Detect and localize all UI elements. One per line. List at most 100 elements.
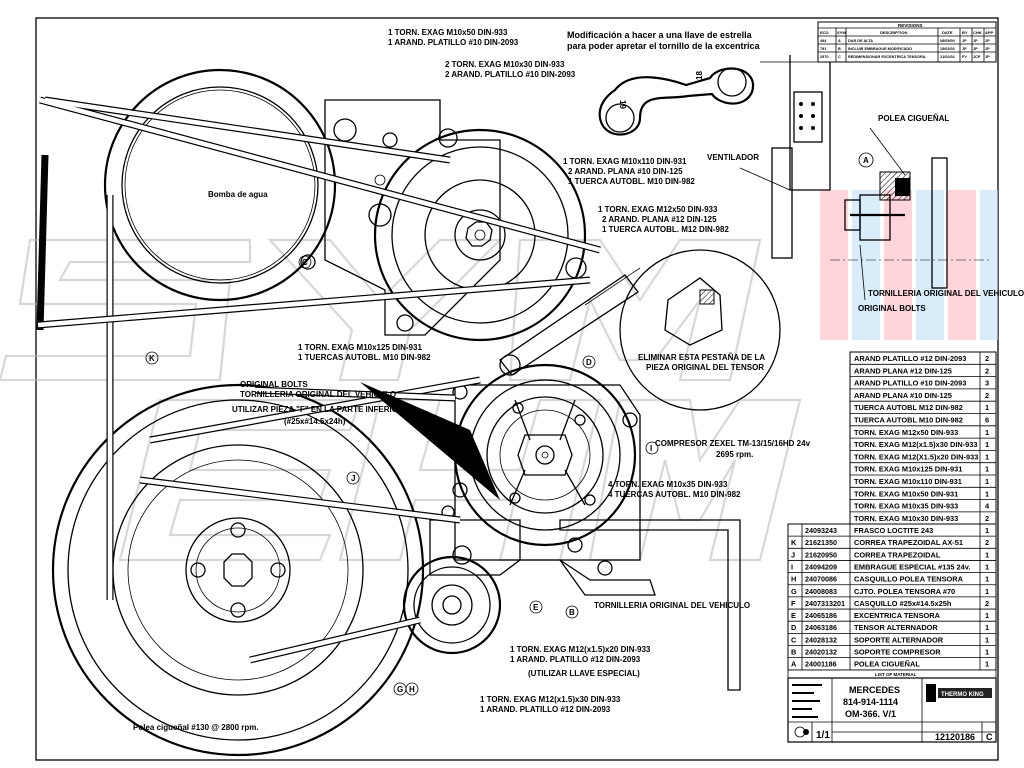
revision-cell: DAR DE ALTA: [848, 39, 873, 43]
bom-lower-qty: 1: [985, 526, 989, 535]
callout-5-line1: 1 TORN. EXAG M10x125 DIN-931: [298, 343, 422, 352]
engine-section: [760, 55, 990, 289]
rev-h2: DESCRIPTION: [880, 30, 907, 35]
bom-upper-qty: 1: [985, 440, 989, 449]
bom-lower-qty: 1: [985, 611, 989, 620]
balloon-G: G: [397, 685, 403, 694]
bom-upper-qty: 1: [985, 477, 989, 486]
bom-upper-qty: 1: [985, 489, 989, 498]
balloon-I: I: [650, 444, 652, 453]
callout-9-line1: 1 TORN. EXAG M12(x1.5)x20 DIN-933: [510, 645, 651, 654]
revision-cell: JP: [985, 55, 990, 59]
bom-lower-desc: SOPORTE COMPRESOR: [854, 648, 941, 657]
bom-lower-item: J: [791, 550, 795, 559]
revision-cell: 15/02/02: [940, 47, 955, 51]
compressor-bracket-bar: [559, 519, 741, 691]
detail-circle: [619, 249, 781, 411]
bom-upper-qty: 2: [985, 391, 989, 400]
belts: [36, 96, 601, 664]
eliminar-line1: ELIMINAR ESTA PESTAÑA DE LA: [638, 353, 765, 362]
bom-upper-desc: TUERCA AUTOBL M12 DIN-982: [854, 403, 963, 412]
bom-lower-part: 24070086: [805, 575, 837, 584]
bom-lower-desc: EXCENTRICA TENSORA: [854, 611, 941, 620]
revision-cell: A: [838, 39, 841, 43]
bom-lower-part: 24094209: [805, 562, 837, 571]
bom-lower-desc: TENSOR ALTERNADOR: [854, 623, 938, 632]
letter-balloons: C K D I J E B G H A: [145, 152, 874, 696]
bom-lower-qty: 1: [985, 575, 989, 584]
ventilador-label: VENTILADOR: [707, 153, 759, 162]
callout-8-line1: 4 TORN. EXAG M10x35 DIN-933: [608, 480, 728, 489]
bom-lower-item: E: [791, 611, 796, 620]
bom-lower-desc: CASQUILLO POLEA TENSORA: [854, 575, 964, 584]
tb-model: 814-914-1114: [843, 697, 898, 707]
revision-cell: 21/02/02: [940, 55, 955, 59]
bom-lower-qty: 1: [985, 648, 989, 657]
callout-6-line2: TORNILLERIA ORIGINAL DEL VEHICULO: [240, 390, 396, 399]
tensioner-pulley: [402, 505, 521, 655]
bom-lower-item: D: [791, 623, 797, 632]
callout-9-line2: 1 ARAND. PLATILLO #12 DIN-2093: [510, 655, 641, 664]
bom-lower-item: B: [791, 648, 796, 657]
tb-rev: C: [986, 732, 993, 742]
tb-make: MERCEDES: [849, 685, 900, 695]
bom-upper-desc: ARAND PLANA #12 DIN-125: [854, 366, 952, 375]
bom-lower-item: K: [791, 538, 797, 547]
revision-cell: INCLUIR EMBRAGUE MODIFICADO: [848, 47, 912, 51]
bom-upper: ARAND PLATILLO #12 DIN-2093 2 ARAND PLANA …: [849, 351, 997, 525]
bom-upper-qty: 2: [985, 514, 989, 523]
callout-6-line1: ORIGINAL BOLTS: [240, 380, 308, 389]
revision-cell: JCP: [973, 55, 981, 59]
bom-upper-desc: ARAND PLATILLO #10 DIN-2093: [854, 379, 966, 388]
tb-engine: OM-366. V/1: [845, 709, 896, 719]
bom-upper-qty: 1: [985, 403, 989, 412]
polea-label: Polea cigueñal #130 @ 2800 rpm.: [133, 723, 259, 732]
bom-lower-qty: 1: [985, 562, 989, 571]
bom-lower-item: C: [791, 635, 797, 644]
crankshaft-pulley: [51, 383, 425, 757]
bom-lower-part: 24065186: [805, 611, 837, 620]
tornilleria-orig2-label: TORNILLERIA ORIGINAL DEL VEHICULO: [868, 289, 1024, 298]
company-logo: THERMO KING: [941, 692, 984, 698]
callout-4-line2: 2 ARAND. PLANA #12 DIN-125: [602, 215, 717, 224]
bom-lower-qty: 2: [985, 599, 989, 608]
bom-lower-desc: EMBRAGUE ESPECIAL #135 24v.: [854, 562, 970, 571]
balloon-H: H: [409, 685, 415, 694]
rev-h1: SYM: [837, 30, 846, 35]
bom-lower-part: 24020132: [805, 648, 837, 657]
bom-lower-desc: SOPORTE ALTERNADOR: [854, 635, 944, 644]
bom-upper-desc: TORN. EXAG M10x110 DIN-931: [854, 477, 962, 486]
bom-lower-qty: 1: [985, 660, 989, 669]
bom-upper-desc: TORN. EXAG M10x35 DIN-933: [854, 502, 958, 511]
bom-upper-desc: ARAND PLATILLO #12 DIN-2093: [854, 354, 966, 363]
bom-lower-desc: POLEA CIGUEÑAL: [854, 660, 920, 669]
bom-lower-desc: FRASCO LOCTITE 243: [854, 526, 933, 535]
revision-cell: JP: [973, 39, 978, 43]
revisions-block: REVISIONS ECO SYM DESCRIPTION DATE BY CH…: [817, 21, 997, 63]
balloon-B: B: [569, 608, 575, 617]
wrench-size-19: 19: [618, 100, 627, 109]
revision-cell: JP: [973, 47, 978, 51]
rev-h6: APP: [985, 30, 994, 35]
bom-lower-part: 24001186: [805, 660, 837, 669]
revision-cell: REDIMENSIONAR EXCENTRICA TENSORA: [848, 55, 926, 59]
callout-9b: (UTILIZAR LLAVE ESPECIAL): [528, 669, 640, 678]
callout-1-line1: 1 TORN. EXAG M10x50 DIN-933: [388, 28, 508, 37]
rev-h3: DATE: [942, 30, 953, 35]
bom-upper-desc: TORN. EXAG M10x50 DIN-931: [854, 489, 958, 498]
bom-lower-qty: 2: [985, 538, 989, 547]
bom-upper-desc: TORN. EXAG M10x125 DIN-931: [854, 465, 962, 474]
balloon-D: D: [586, 358, 592, 367]
title-note-line2: para poder apretar el tornillo de la exc…: [567, 41, 761, 51]
bom-lower-item: A: [791, 660, 797, 669]
bom-lower-desc: CJTO. POLEA TENSORA #70: [854, 587, 955, 596]
bom-upper-qty: 1: [985, 465, 989, 474]
bom-lower-desc: CORREA TRAPEZOIDAL: [854, 550, 941, 559]
balloon-K: K: [149, 354, 155, 363]
revision-cell: 791: [820, 47, 826, 51]
balloon-A: A: [863, 156, 869, 165]
callout-10-line2: 1 ARAND. PLATILLO #12 DIN-2093: [480, 705, 611, 714]
rpm-label: 2695 rpm.: [716, 450, 753, 459]
revision-cell: JP: [962, 47, 967, 51]
